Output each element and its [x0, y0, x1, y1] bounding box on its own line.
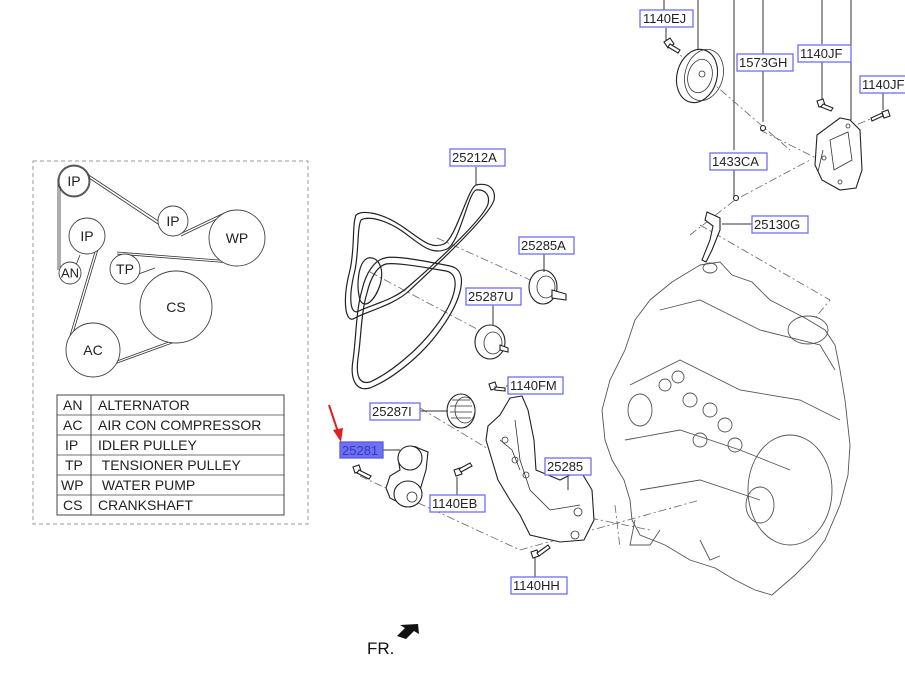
- bolt-1140ej: [663, 37, 681, 54]
- label-1140eb[interactable]: 1140EB: [429, 494, 486, 513]
- front-arrow-icon: [397, 624, 419, 639]
- bolt-1140hh: [530, 544, 551, 578]
- svg-text:1140JF: 1140JF: [800, 46, 842, 61]
- svg-text:1140HH: 1140HH: [513, 578, 560, 593]
- legend-name: CRANKSHAFT: [98, 497, 193, 513]
- legend-pulley-ip-top: [58, 165, 90, 197]
- bolt-1140jf-a: [816, 98, 834, 112]
- legend-name: IDLER PULLEY: [98, 437, 197, 453]
- legend-pulley-ip-mid: [157, 205, 189, 237]
- bracket-25285: [485, 395, 595, 543]
- legend-row: CS CRANKSHAFT: [63, 497, 193, 513]
- label-1140hh[interactable]: 1140HH: [510, 576, 568, 595]
- svg-text:1433CA: 1433CA: [712, 154, 759, 169]
- label-25285[interactable]: 25285: [544, 457, 592, 476]
- front-label: FR.: [367, 639, 394, 658]
- legend-name: AIR CON COMPRESSOR: [98, 417, 261, 433]
- water-pump-pulley: [675, 48, 724, 104]
- svg-text:1573GH: 1573GH: [739, 55, 787, 70]
- legend-pulley-label: IP: [80, 228, 93, 244]
- legend-pulley-label: AN: [61, 266, 79, 281]
- bolt-1140eb: [453, 462, 473, 495]
- label-25287i[interactable]: 25287I: [369, 402, 421, 421]
- legend-pulley-label: AC: [83, 342, 102, 358]
- front-direction-marker: FR.: [367, 624, 419, 658]
- dowel-1573gh: [759, 124, 767, 132]
- label-25212a[interactable]: 25212A: [449, 148, 506, 167]
- legend-row: AN ALTERNATOR: [63, 397, 190, 413]
- legend-code: AN: [63, 397, 82, 413]
- legend-row: IP IDLER PULLEY: [65, 437, 197, 453]
- svg-text:25285A: 25285A: [521, 238, 566, 253]
- legend-name: ALTERNATOR: [98, 397, 190, 413]
- legend-table: AN ALTERNATOR AC AIR CON COMPRESSOR IP I…: [56, 394, 285, 516]
- svg-text:25285: 25285: [547, 459, 583, 474]
- legend-pulley-label: IP: [67, 173, 80, 189]
- legend-pulley-ip-left: [68, 217, 106, 255]
- legend-code: IP: [65, 437, 78, 453]
- idler-pulley-25287u: [474, 305, 509, 360]
- bolt-1140jf-b: [870, 109, 891, 122]
- water-pump-housing: [814, 117, 863, 191]
- drive-belt-25212a: [344, 167, 495, 390]
- label-1140jf[interactable]: 1140JF: [797, 44, 852, 63]
- svg-text:1140EJ: 1140EJ: [643, 11, 686, 26]
- svg-text:25287U: 25287U: [468, 289, 514, 304]
- label-1140jf-2[interactable]: 1140JF: [859, 75, 905, 94]
- label-25287u[interactable]: 25287U: [465, 287, 522, 306]
- svg-text:25130G: 25130G: [754, 217, 800, 232]
- engine-block: [601, 261, 851, 596]
- legend-row: TP TENSIONER PULLEY: [65, 457, 242, 473]
- label-25285a[interactable]: 25285A: [518, 236, 575, 255]
- svg-text:25212A: 25212A: [452, 150, 497, 165]
- legend-pulley-label: CS: [166, 299, 185, 315]
- legend-code: CS: [63, 497, 82, 513]
- idler-pulley-25285a: [528, 250, 567, 305]
- label-1140ej[interactable]: 1140EJ: [639, 9, 694, 28]
- belt-routing-legend: IP IP IP WP AN TP CS AC AN ALTERNATOR: [32, 160, 309, 525]
- label-25281-selected[interactable]: 25281: [339, 441, 384, 459]
- legend-code: WP: [61, 477, 84, 493]
- legend-row: AC AIR CON COMPRESSOR: [63, 417, 261, 433]
- label-1573gh[interactable]: 1573GH: [736, 53, 794, 72]
- coolant-pipe-25130g: [701, 211, 752, 263]
- legend-pulley-ac: [65, 322, 121, 378]
- svg-text:1140FM: 1140FM: [510, 378, 557, 393]
- svg-text:25287I: 25287I: [372, 404, 412, 419]
- bolt-1140fm: [488, 381, 510, 392]
- label-25130g[interactable]: 25130G: [751, 215, 809, 234]
- label-1140fm[interactable]: 1140FM: [507, 376, 564, 395]
- legend-code: AC: [63, 417, 82, 433]
- legend-pulley-label: IP: [166, 213, 179, 229]
- legend-pulley-wp: [208, 209, 266, 267]
- svg-text:1140EB: 1140EB: [432, 496, 477, 511]
- legend-pulley-label: TP: [116, 261, 134, 277]
- legend-pulley-an: [58, 261, 82, 285]
- gasket-1433ca: [732, 194, 740, 202]
- legend-border: [32, 160, 309, 525]
- legend-name: WATER PUMP: [98, 477, 195, 493]
- pointer-arrow-icon: [328, 404, 343, 442]
- assembly-centerlines: [359, 47, 881, 551]
- idler-pulley-25287i: [420, 393, 476, 429]
- label-1433ca[interactable]: 1433CA: [709, 152, 768, 171]
- tensioner-bolt: [352, 464, 372, 480]
- legend-pulley-tp: [109, 253, 141, 285]
- svg-text:25281: 25281: [342, 443, 378, 458]
- svg-text:1140JF: 1140JF: [862, 77, 904, 92]
- legend-pulley-cs: [139, 270, 213, 344]
- legend-name: TENSIONER PULLEY: [98, 457, 242, 473]
- legend-row: WP WATER PUMP: [61, 477, 195, 493]
- legend-pulley-label: WP: [226, 230, 249, 246]
- tensioner-25281: [383, 445, 429, 508]
- legend-code: TP: [65, 457, 83, 473]
